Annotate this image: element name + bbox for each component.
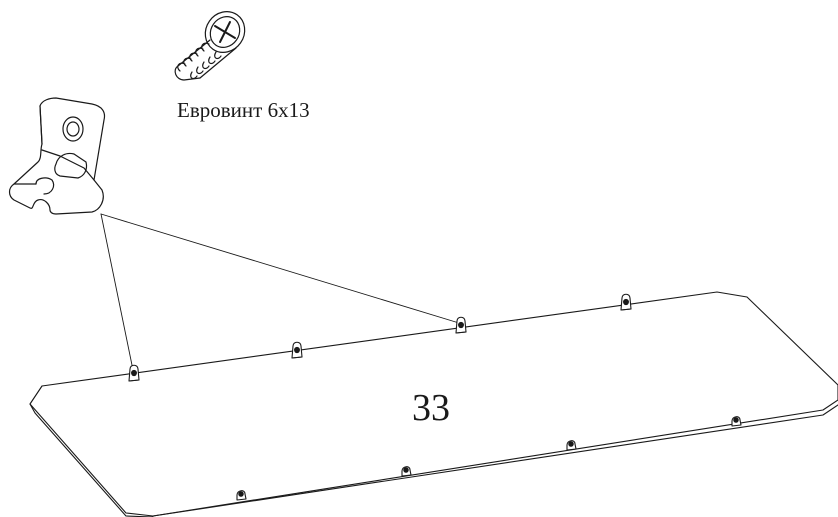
- corner-bracket-icon: [8, 97, 106, 215]
- panel-hole-2: [401, 466, 412, 477]
- leader-lines: [100, 213, 460, 371]
- panel-33: [29, 291, 838, 517]
- screw-label: Евровинт 6х13: [177, 98, 310, 122]
- panel-hole-4: [731, 416, 742, 427]
- panel-hole-3: [566, 440, 577, 451]
- panel-bracket-2: [291, 341, 303, 359]
- panel-bracket-4: [620, 293, 632, 311]
- panel-bracket-1: [128, 364, 140, 382]
- panel-bracket-3: [455, 316, 467, 334]
- euro-screw-icon: [174, 11, 246, 81]
- part-number: 33: [412, 387, 450, 429]
- panel-hole-1: [236, 490, 247, 501]
